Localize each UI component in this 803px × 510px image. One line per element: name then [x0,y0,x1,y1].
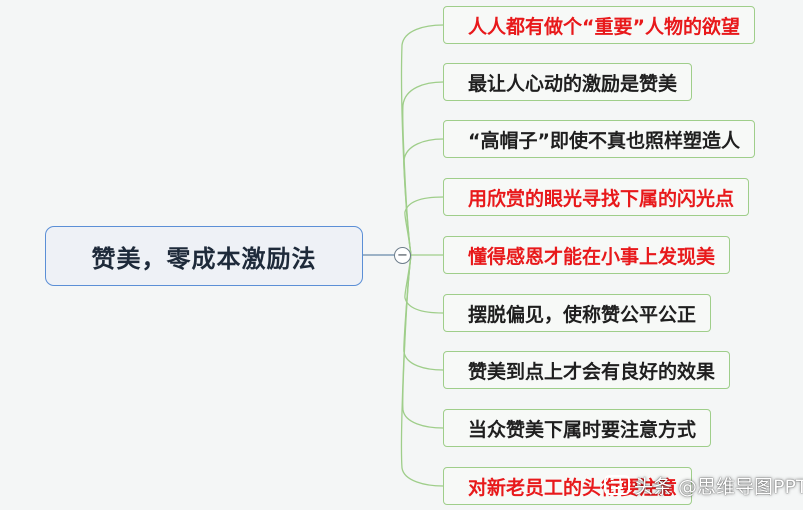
branch-topic-1[interactable]: 人人都有做个“重要”人物的欲望 [443,6,755,44]
root-topic-label: 赞美，零成本激励法 [91,244,317,273]
branch-topic-label: 当众赞美下属时要注意方式 [468,418,697,441]
branch-topic-label: 懂得感恩才能在小事上发现美 [468,245,716,268]
collapse-toggle-button[interactable]: − [394,247,411,264]
branch-topic-8[interactable]: 当众赞美下属时要注意方式 [443,409,712,447]
branch-connector-2 [402,81,444,256]
branch-connector-9 [400,254,444,487]
minus-icon: − [397,248,408,263]
branch-topic-label: “高帽子”即使不真也照样塑造人 [468,129,740,152]
branch-topic-label: 赞美到点上才会有良好的效果 [468,360,716,383]
branch-topic-3[interactable]: “高帽子”即使不真也照样塑造人 [443,120,755,158]
branch-connector-4 [404,196,444,256]
branch-topic-4[interactable]: 用欣赏的眼光寻找下属的闪光点 [443,178,750,216]
branch-connector-3 [403,138,444,256]
watermark-text: 头条 @思维导图PPT [634,475,803,498]
branch-topic-label: 用欣赏的眼光寻找下属的闪光点 [468,187,735,210]
watermark: 头条 @思维导图PPT [604,468,803,502]
branch-topic-6[interactable]: 摆脱偏见，使称赞公平公正 [443,294,712,332]
branch-topic-label: 最让人心动的激励是赞美 [468,72,678,95]
branch-topic-7[interactable]: 赞美到点上才会有良好的效果 [443,351,731,389]
toutiao-logo-icon [604,475,630,495]
root-topic[interactable]: 赞美，零成本激励法 [45,226,363,286]
branch-topic-5[interactable]: 懂得感恩才能在小事上发现美 [443,236,731,274]
branch-topic-2[interactable]: 最让人心动的激励是赞美 [443,63,693,101]
branch-topic-label: 人人都有做个“重要”人物的欲望 [468,15,740,38]
branch-topic-label: 摆脱偏见，使称赞公平公正 [468,303,697,326]
branch-topic-9[interactable]: 对新老员工的头衔要注意 [443,467,693,505]
